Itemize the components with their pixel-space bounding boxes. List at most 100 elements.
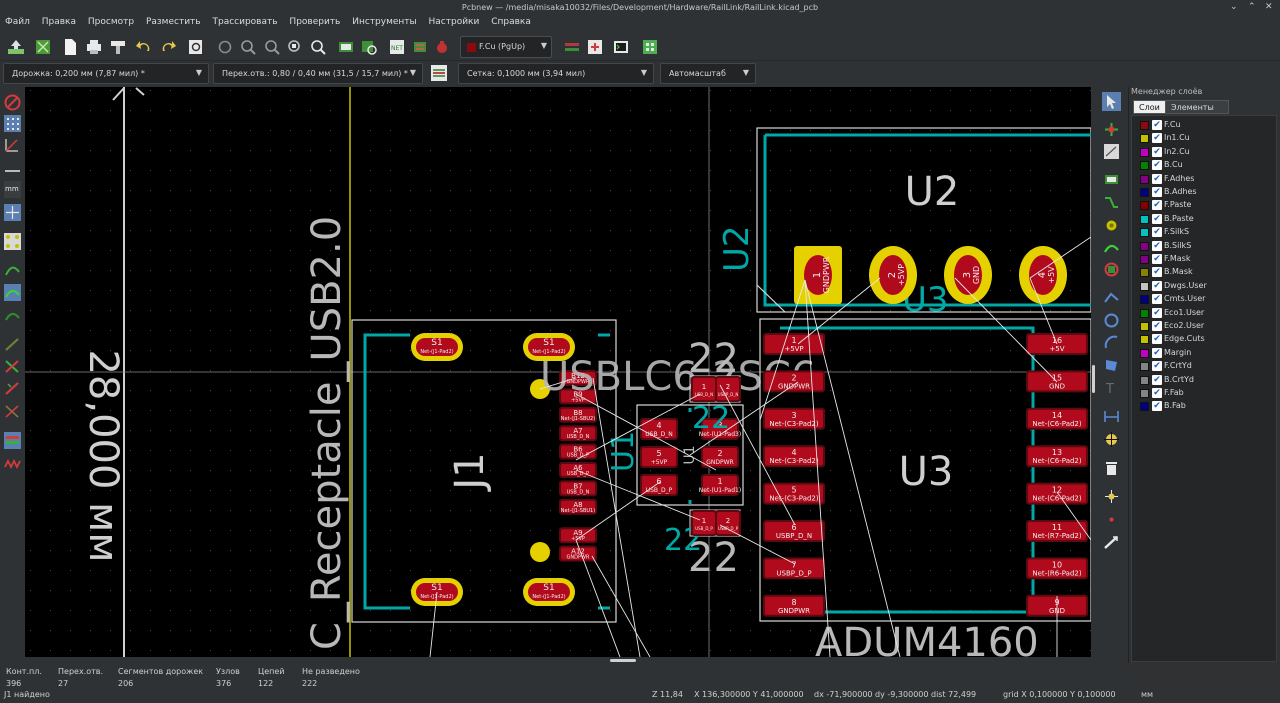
layer-color-swatch[interactable] [1140, 121, 1149, 130]
layer-row[interactable]: ✔F.Paste [1136, 199, 1276, 212]
footprint-u2[interactable]: U2 U2 U3 [717, 127, 1091, 320]
zone-outline-icon[interactable] [3, 306, 22, 325]
zoom-selection-icon[interactable] [308, 37, 328, 57]
menu-route[interactable]: Трассировать [212, 17, 278, 27]
layer-color-swatch[interactable] [1140, 362, 1149, 372]
dimension-graphic[interactable]: 28,000 мм [80, 87, 145, 657]
layer-row[interactable]: ✔F.SilkS [1136, 226, 1276, 239]
zoom-fit-icon[interactable] [285, 37, 305, 57]
redo-icon[interactable] [158, 37, 178, 57]
layer-row[interactable]: ✔Dwgs.User [1136, 280, 1276, 293]
highlight-net-icon[interactable] [1102, 120, 1121, 139]
layer-visibility-checkbox[interactable]: ✔ [1152, 347, 1162, 358]
layer-visibility-checkbox[interactable]: ✔ [1152, 321, 1162, 331]
layer-row[interactable]: ✔F.CrtYd [1136, 360, 1276, 373]
layer-visibility-checkbox[interactable]: ✔ [1152, 213, 1162, 224]
terminal-icon[interactable] [611, 37, 631, 57]
route-track-icon[interactable] [1102, 193, 1121, 212]
autoroute-icon[interactable] [640, 37, 660, 57]
layer-row[interactable]: ✔Edge.Cuts [1136, 333, 1276, 346]
drc-icon[interactable] [585, 37, 605, 57]
close-icon[interactable]: ✕ [1265, 2, 1273, 12]
add-dimension-icon[interactable] [1102, 407, 1121, 426]
track-sketch-icon[interactable] [3, 379, 22, 398]
update-pcb-icon[interactable] [410, 37, 430, 57]
layer-visibility-checkbox[interactable]: ✔ [1152, 374, 1162, 385]
add-via-icon[interactable] [1102, 216, 1121, 235]
add-polygon-icon[interactable] [1102, 356, 1121, 375]
high-contrast-icon[interactable] [3, 431, 22, 450]
layer-row[interactable]: ✔Margin [1136, 347, 1276, 360]
grid-origin-icon[interactable] [1102, 510, 1121, 529]
layer-visibility-checkbox[interactable]: ✔ [1152, 307, 1162, 318]
layer-row[interactable]: ✔Cmts.User [1136, 293, 1276, 306]
plot-icon[interactable] [108, 37, 128, 57]
via-sketch-icon[interactable] [3, 357, 22, 376]
layer-visibility-checkbox[interactable]: ✔ [1152, 267, 1162, 278]
layer-visibility-checkbox[interactable]: ✔ [1152, 294, 1162, 305]
menu-tools[interactable]: Инструменты [352, 17, 417, 27]
layer-visibility-checkbox[interactable]: ✔ [1152, 173, 1162, 184]
menu-help[interactable]: Справка [491, 17, 531, 27]
layer-visibility-checkbox[interactable]: ✔ [1152, 146, 1162, 157]
layer-row[interactable]: ✔B.Mask [1136, 266, 1276, 279]
print-icon[interactable] [84, 37, 104, 57]
board-setup-icon[interactable] [6, 37, 26, 57]
layer-color-swatch[interactable] [1140, 201, 1149, 211]
menu-file[interactable]: Файл [5, 17, 30, 27]
delete-tool-icon[interactable] [1102, 459, 1121, 478]
layer-color-swatch[interactable] [1140, 375, 1149, 385]
via-size-select[interactable]: Перех.отв.: 0,80 / 0,40 мм (31,5 / 15,7 … [213, 63, 423, 84]
layer-row[interactable]: ✔B.Cu [1136, 159, 1276, 172]
layer-row[interactable]: ✔B.CrtYd [1136, 374, 1276, 387]
curved-ratsnest-icon[interactable] [3, 260, 22, 279]
polar-coords-icon[interactable] [3, 135, 22, 154]
layer-color-swatch[interactable] [1140, 174, 1149, 184]
menu-preferences[interactable]: Настройки [428, 17, 480, 27]
layer-color-swatch[interactable] [1140, 134, 1149, 144]
layer-pair-icon[interactable] [562, 37, 582, 57]
layer-color-swatch[interactable] [1140, 228, 1149, 238]
new-file-icon[interactable] [60, 37, 80, 57]
layer-row[interactable]: ✔In2.Cu [1136, 146, 1276, 159]
layer-color-swatch[interactable] [1140, 161, 1149, 171]
undo-icon[interactable] [134, 37, 154, 57]
scroll-thumb[interactable] [610, 659, 636, 662]
smd-pad[interactable]: 5+5VP [640, 446, 678, 468]
layer-visibility-checkbox[interactable]: ✔ [1152, 240, 1162, 251]
zoom-out-icon[interactable] [262, 37, 282, 57]
smd-pad[interactable]: 1+5VP [763, 333, 825, 355]
refresh-icon[interactable] [215, 37, 235, 57]
drc-off-icon[interactable] [3, 93, 22, 112]
add-zone-icon[interactable] [1102, 238, 1121, 257]
layer-visibility-checkbox[interactable]: ✔ [1152, 120, 1162, 130]
footprint-u3[interactable]: U3 ADUM4160 [759, 318, 1091, 657]
layer-color-swatch[interactable] [1140, 308, 1149, 318]
through-hole-pad[interactable]: 4+5V [1019, 246, 1067, 304]
layer-color-swatch[interactable] [1140, 241, 1149, 251]
layer-color-swatch[interactable] [1140, 147, 1149, 157]
layer-row[interactable]: ✔In1.Cu [1136, 132, 1276, 145]
layer-visibility-checkbox[interactable]: ✔ [1152, 227, 1162, 238]
cursor-shape-icon[interactable] [3, 203, 22, 222]
